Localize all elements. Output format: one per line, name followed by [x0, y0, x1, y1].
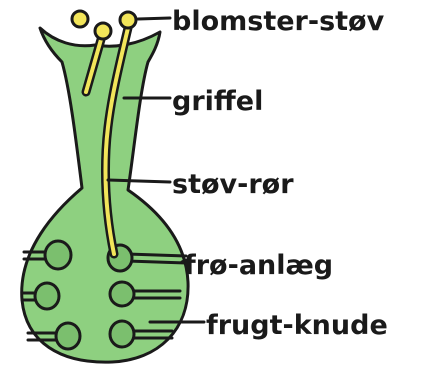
ovule-right-middle [110, 282, 134, 306]
pollen-grain-3 [120, 12, 136, 28]
ovule-left-middle [35, 283, 59, 309]
ovule-left-bottom [56, 323, 80, 349]
label-pollen-tube: støv-rør [172, 171, 294, 198]
pointer-tube [108, 180, 170, 182]
label-style: griffel [172, 88, 263, 115]
pollen-grain-2 [95, 23, 111, 39]
pollen-grain-1 [72, 11, 88, 27]
ovule-right-bottom [110, 321, 134, 347]
ovule-left-top [45, 241, 71, 269]
label-ovule: frø-anlæg [184, 252, 333, 279]
label-pollen: blomster-støv [172, 8, 384, 35]
pointer-pollen [138, 18, 170, 19]
label-ovary: frugt-knude [206, 312, 388, 339]
